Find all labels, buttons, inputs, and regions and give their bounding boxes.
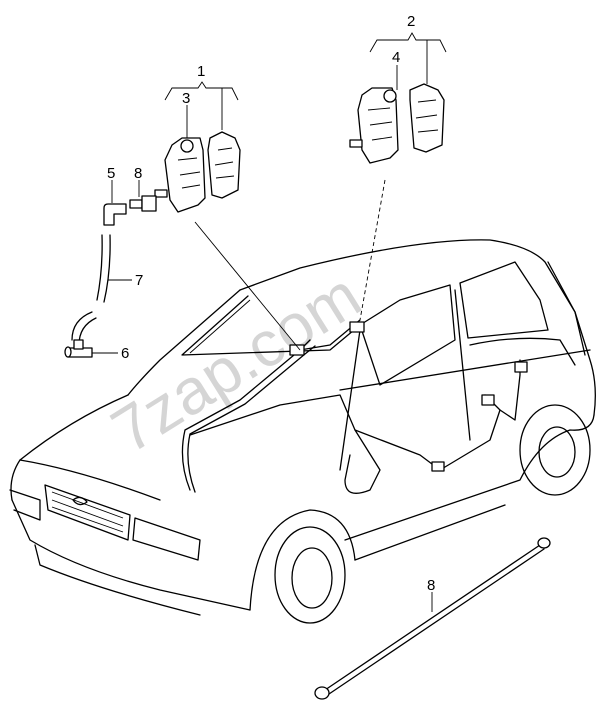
watermark: 7zap.com [99, 259, 372, 467]
callout-brackets [92, 32, 447, 612]
non-return-valve [129, 195, 157, 212]
hose-clip [289, 344, 305, 356]
hose-clip [481, 394, 495, 406]
leader-line [359, 179, 386, 321]
t-piece [64, 339, 93, 358]
hose-clip [514, 361, 528, 373]
callout-1: 1 [197, 63, 205, 80]
washer-pump-rear [349, 83, 445, 164]
callout-6: 6 [121, 345, 129, 362]
leader-line [194, 221, 301, 351]
callout-4: 4 [392, 49, 400, 66]
hose-elbow [103, 203, 127, 226]
callout-7: 7 [135, 272, 143, 289]
hose [71, 234, 111, 346]
hose-clip [349, 321, 365, 333]
callout-2: 2 [407, 13, 415, 30]
callout-8-bottom: 8 [427, 577, 435, 594]
washer-pump-front [154, 131, 241, 213]
hose-clip [431, 461, 445, 472]
callout-5: 5 [107, 165, 115, 182]
washer-hose [181, 319, 528, 494]
car-body [9, 239, 596, 624]
washer-hose-long [314, 537, 551, 700]
callout-3: 3 [182, 90, 190, 107]
callout-8-top: 8 [134, 165, 142, 182]
